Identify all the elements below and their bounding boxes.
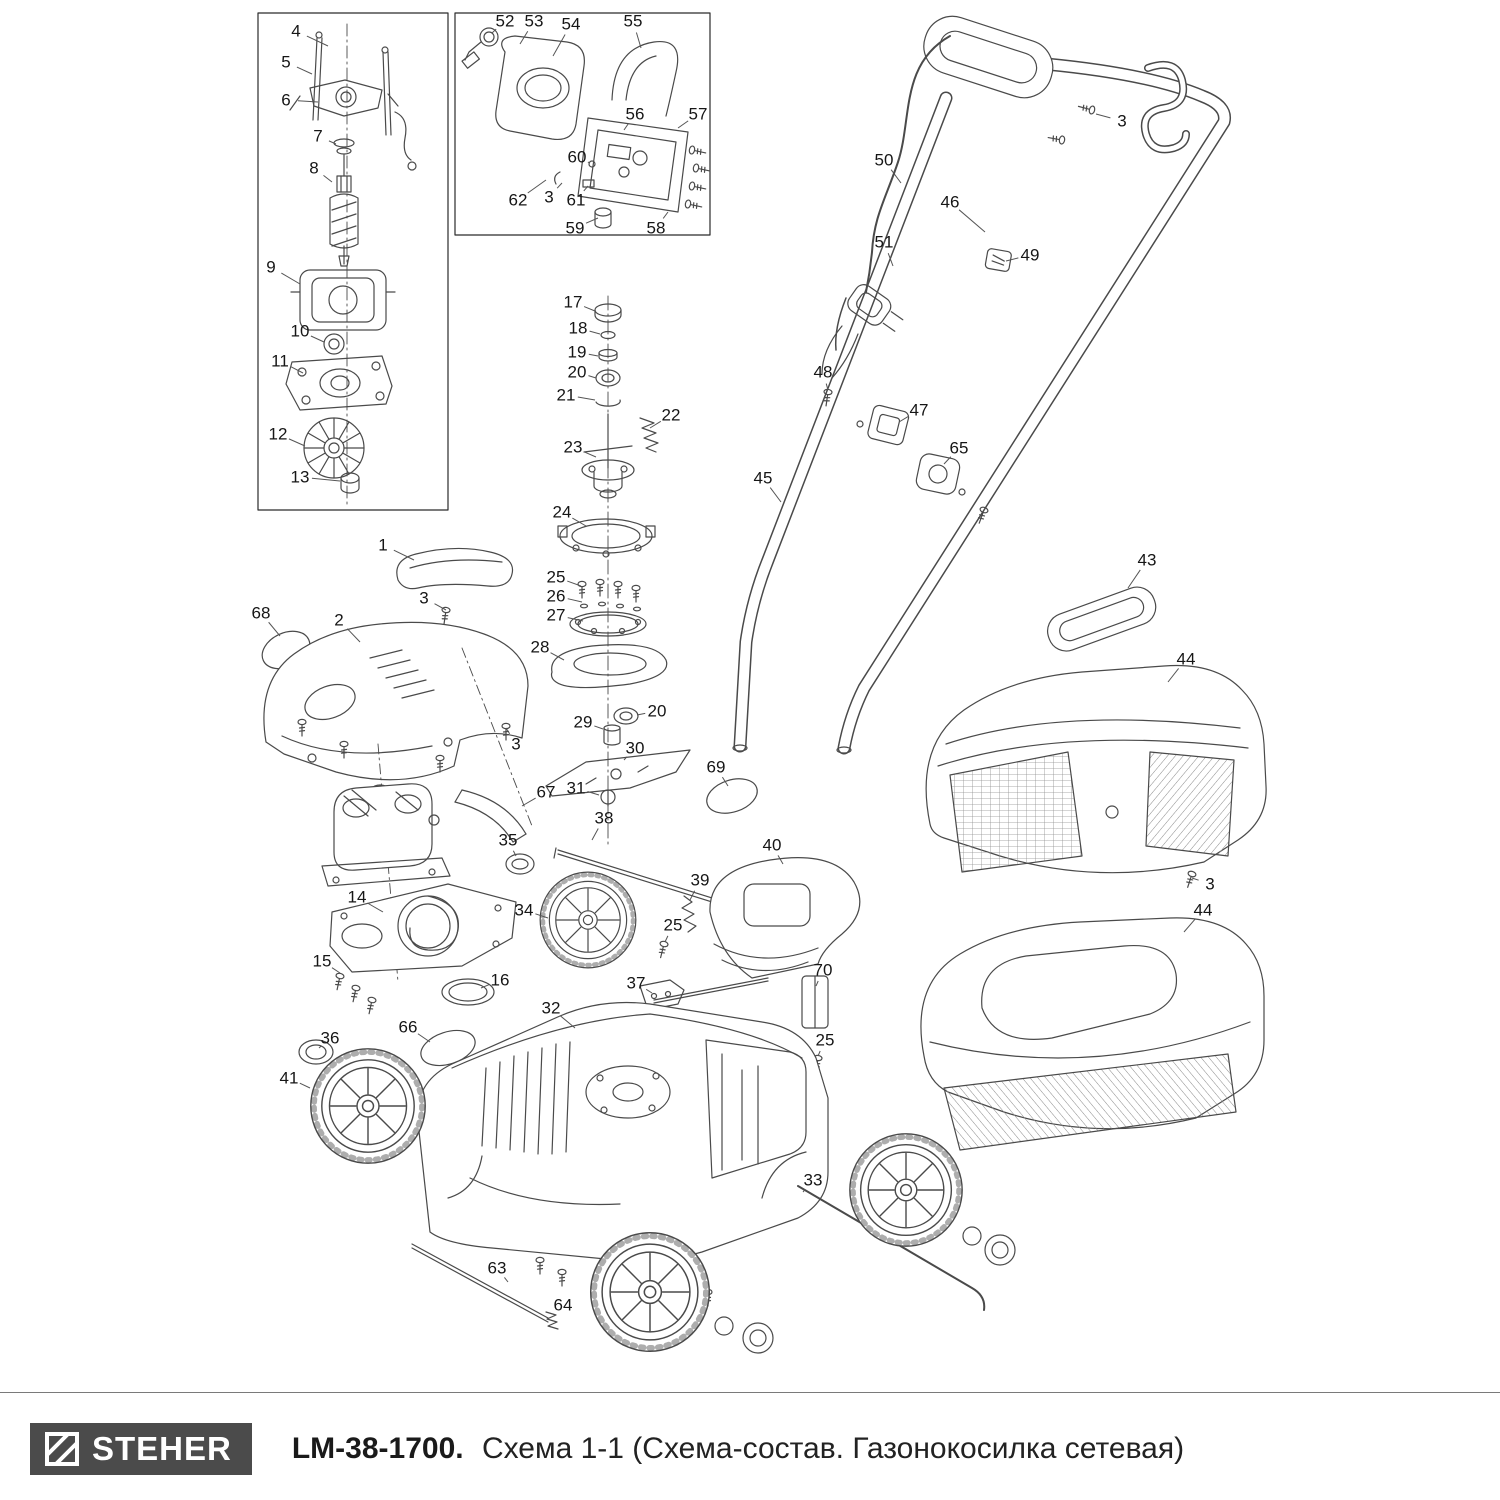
footer-row: STEHER LM-38-1700. Схема 1-1 (Схема-сост… xyxy=(0,1393,1500,1475)
diagram-caption: LM-38-1700. Схема 1-1 (Схема-состав. Газ… xyxy=(292,1432,1184,1466)
spring-39 xyxy=(681,895,697,933)
brand-logo: STEHER xyxy=(30,1423,252,1475)
motor-cover-2 xyxy=(263,621,529,781)
footer: STEHER LM-38-1700. Схема 1-1 (Схема-сост… xyxy=(0,1392,1500,1475)
rear-axle-rod-33 xyxy=(797,1185,986,1311)
grass-catcher-lid-44 xyxy=(925,664,1267,874)
ring-36 xyxy=(298,1039,334,1065)
assembly-axis-2 xyxy=(377,743,399,983)
panel-70 xyxy=(801,975,829,1029)
belt-guard-67 xyxy=(454,789,527,843)
schema-title: Схема 1-1 (Схема-состав. Газонокосилка с… xyxy=(481,1432,1185,1465)
handle-knob-65 xyxy=(915,453,990,526)
cable-clip-47 xyxy=(856,404,910,446)
model-number: LM-38-1700. xyxy=(291,1432,464,1465)
power-cable xyxy=(834,35,951,351)
spring-64 xyxy=(545,1311,559,1330)
electric-motor xyxy=(321,783,451,887)
ring-16 xyxy=(441,978,495,1006)
rear-axle-rod-63 xyxy=(411,1243,549,1323)
catcher-handle-43 xyxy=(1047,586,1157,652)
steher-hatched-square-icon xyxy=(45,1432,79,1466)
detail-box-motor xyxy=(257,12,449,511)
carry-handle-1 xyxy=(396,547,514,590)
detail-box-switch xyxy=(454,12,712,236)
rear-flap-40 xyxy=(709,857,861,979)
wheel-hub-caps xyxy=(714,1226,1016,1354)
ring-35 xyxy=(505,853,535,875)
cable-clip-49 xyxy=(984,248,1012,272)
brand-name: STEHER xyxy=(92,1430,232,1467)
pad-69 xyxy=(706,778,758,814)
assembly-axis xyxy=(461,647,533,827)
grass-catcher-body-44 xyxy=(920,917,1265,1151)
power-plug xyxy=(821,284,904,379)
spindle-blade-assembly xyxy=(545,295,691,847)
deck-top-housing-14 xyxy=(329,883,517,973)
